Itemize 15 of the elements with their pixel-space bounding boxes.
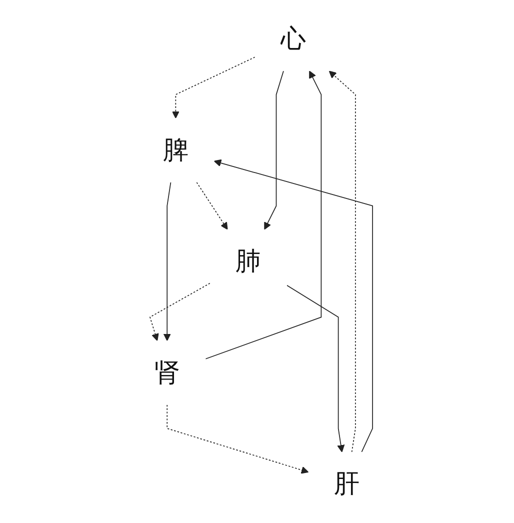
arrow bbox=[163, 182, 172, 342]
arrow bbox=[205, 70, 322, 360]
arrow bbox=[328, 70, 356, 452]
node-text: 肾 bbox=[154, 358, 180, 388]
node-text: 脾 bbox=[162, 135, 189, 166]
arrow bbox=[150, 282, 210, 342]
arrow bbox=[286, 284, 345, 452]
arrow bbox=[172, 56, 256, 118]
arrow bbox=[166, 404, 309, 474]
node-text: 肝 bbox=[334, 469, 360, 500]
arrow bbox=[214, 159, 373, 452]
node-text: 肺 bbox=[236, 246, 262, 276]
arrow bbox=[196, 182, 228, 230]
arrow bbox=[264, 70, 284, 230]
node-text: 心 bbox=[280, 24, 306, 54]
